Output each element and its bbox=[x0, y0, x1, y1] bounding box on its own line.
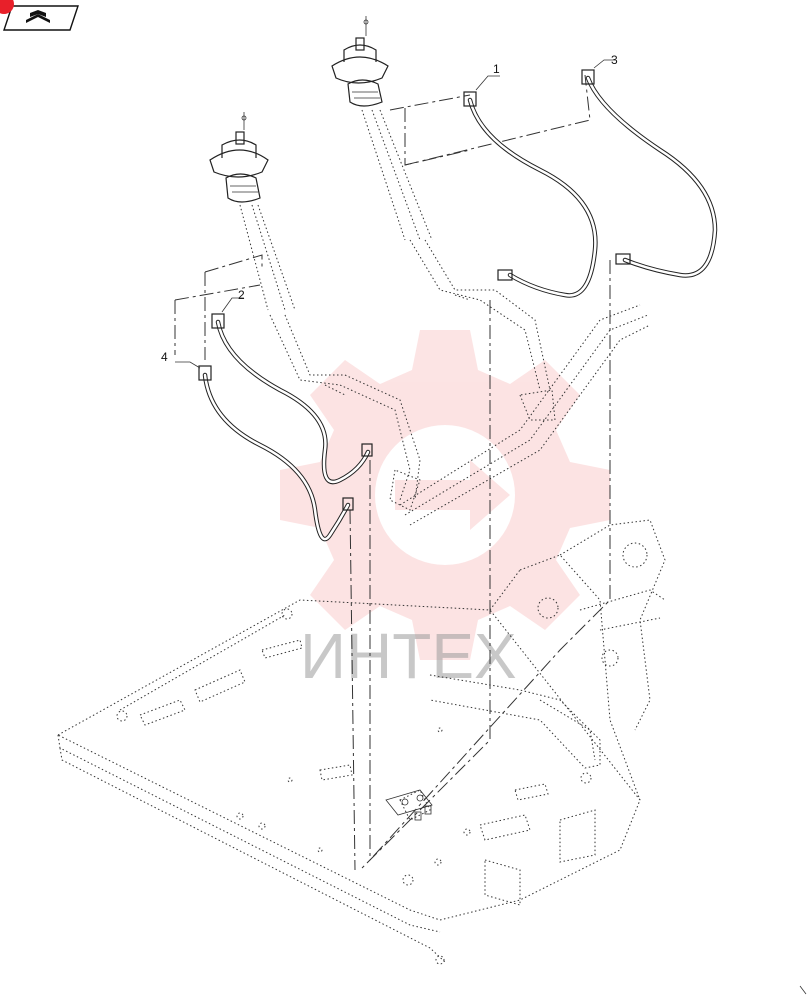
cable-part-4 bbox=[198, 365, 354, 542]
callout-label: 2 bbox=[238, 288, 245, 302]
callout-3: 3 bbox=[593, 53, 618, 69]
watermark-text: ИНТЕХ bbox=[300, 620, 517, 692]
assembly-guide-lines bbox=[174, 74, 611, 871]
status-dot bbox=[0, 0, 14, 14]
open-book-icon bbox=[26, 10, 50, 23]
cable-part-1 bbox=[463, 91, 598, 298]
right-joystick bbox=[331, 16, 433, 241]
callout-label: 3 bbox=[611, 53, 618, 67]
wiring-harness bbox=[269, 239, 651, 526]
lift-arm-structure bbox=[429, 519, 666, 801]
callout-4: 4 bbox=[161, 350, 201, 369]
cable-part-3 bbox=[581, 69, 718, 278]
watermark-gear bbox=[280, 330, 610, 660]
seat-base-frame bbox=[56, 599, 641, 965]
callout-1: 1 bbox=[475, 62, 500, 91]
cable-part-2 bbox=[211, 313, 373, 485]
callout-2: 2 bbox=[221, 288, 245, 313]
callout-label: 4 bbox=[161, 350, 168, 364]
callout-label: 1 bbox=[493, 62, 500, 76]
corner-mark bbox=[799, 985, 807, 995]
left-joystick bbox=[209, 112, 296, 311]
reference-badge[interactable] bbox=[0, 0, 79, 31]
mounting-bracket bbox=[385, 789, 433, 821]
